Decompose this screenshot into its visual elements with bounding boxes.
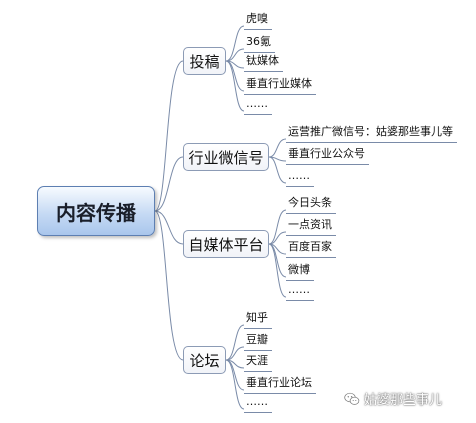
- root-label: 内容传播: [56, 200, 136, 225]
- leaf-vertical-forum: 垂直行业论坛: [244, 376, 316, 394]
- watermark: 姑婆那些事儿: [344, 389, 442, 408]
- branch-label: 论坛: [189, 351, 220, 370]
- leaf-ellipsis: ……: [286, 169, 314, 187]
- branch-luntan: 论坛: [183, 346, 226, 374]
- leaf-wechat-promo: 运营推广微信号：姑婆那些事儿等: [286, 125, 457, 143]
- leaf-vertical-media: 垂直行业媒体: [244, 77, 316, 95]
- leaf-douban: 豆瓣: [244, 333, 272, 351]
- leaf-ellipsis: ……: [244, 97, 272, 115]
- leaf-ellipsis: ……: [244, 395, 272, 413]
- link-root-tougao: [154, 60, 184, 212]
- watermark-text: 姑婆那些事儿: [364, 393, 443, 408]
- leaf-yidian: 一点资讯: [286, 218, 336, 236]
- leaf-ellipsis: ……: [286, 283, 314, 301]
- leaf-zhihu: 知乎: [244, 311, 272, 329]
- branch-weixin: 行业微信号: [183, 143, 269, 171]
- leaf-vertical-accounts: 垂直行业公众号: [286, 147, 369, 165]
- branch-label: 自媒体平台: [188, 235, 264, 254]
- leaf-huxiu: 虎嗅: [244, 12, 272, 30]
- branch-tougao: 投稿: [183, 47, 226, 75]
- leaf-baijia: 百度百家: [286, 240, 336, 258]
- wechat-icon: [344, 392, 360, 406]
- leaf-toutiao: 今日头条: [286, 196, 336, 214]
- link-root-zimeiti: [154, 210, 184, 245]
- link-root-weixin: [154, 156, 184, 212]
- leaf-36kr: 36氪: [244, 35, 275, 53]
- branch-label: 行业微信号: [188, 148, 264, 167]
- leaf-weibo: 微博: [286, 263, 314, 281]
- root-node: 内容传播: [37, 186, 155, 236]
- leaf-tmtpost: 钛媒体: [244, 54, 283, 72]
- branch-label: 投稿: [189, 52, 220, 71]
- branch-zimeiti: 自媒体平台: [183, 230, 269, 258]
- leaf-tianya: 天涯: [244, 354, 272, 372]
- link-root-luntan: [154, 210, 184, 361]
